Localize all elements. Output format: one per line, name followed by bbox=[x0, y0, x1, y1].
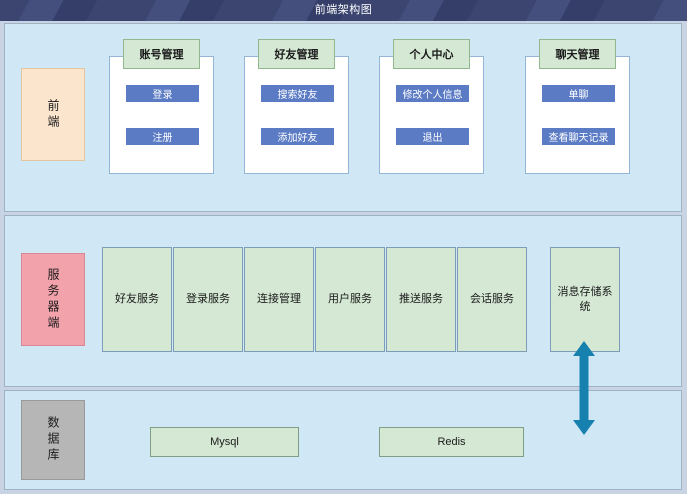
action-button-register[interactable]: 注册 bbox=[126, 128, 199, 145]
action-button-search-friend[interactable]: 搜索好友 bbox=[261, 85, 334, 102]
action-button-edit-profile[interactable]: 修改个人信息 bbox=[396, 85, 469, 102]
module-card-chat bbox=[525, 56, 630, 174]
layer-tag-frontend: 前端 bbox=[21, 68, 85, 161]
service-box-message-storage[interactable]: 消息存储系统 bbox=[550, 247, 620, 352]
database-box-redis[interactable]: Redis bbox=[379, 427, 524, 457]
database-layer-panel: 数据库 Mysql Redis bbox=[4, 390, 682, 490]
module-card-friends bbox=[244, 56, 349, 174]
service-box-connection[interactable]: 连接管理 bbox=[244, 247, 314, 352]
layer-tag-database: 数据库 bbox=[21, 400, 85, 480]
frontend-layer-panel: 前端 账号管理 登录 注册 好友管理 搜索好友 添加好友 个人中心 修改个人信息… bbox=[4, 23, 682, 212]
module-title-account: 账号管理 bbox=[123, 39, 200, 69]
module-title-chat: 聊天管理 bbox=[539, 39, 616, 69]
action-button-logout[interactable]: 退出 bbox=[396, 128, 469, 145]
module-card-account bbox=[109, 56, 214, 174]
service-box-login[interactable]: 登录服务 bbox=[173, 247, 243, 352]
service-box-user[interactable]: 用户服务 bbox=[315, 247, 385, 352]
window-titlebar: 前端架构图 bbox=[0, 0, 687, 21]
database-box-mysql[interactable]: Mysql bbox=[150, 427, 299, 457]
module-title-profile: 个人中心 bbox=[393, 39, 470, 69]
layer-tag-server: 服务器端 bbox=[21, 253, 85, 346]
service-box-push[interactable]: 推送服务 bbox=[386, 247, 456, 352]
action-button-single-chat[interactable]: 单聊 bbox=[542, 85, 615, 102]
module-card-profile bbox=[379, 56, 484, 174]
message-store-to-database-arrow bbox=[573, 341, 595, 435]
page-title: 前端架构图 bbox=[314, 4, 373, 16]
server-layer-panel: 服务器端 好友服务 登录服务 连接管理 用户服务 推送服务 会话服务 消息存储系… bbox=[4, 215, 682, 387]
action-button-view-chat-history[interactable]: 查看聊天记录 bbox=[542, 128, 615, 145]
action-button-login[interactable]: 登录 bbox=[126, 85, 199, 102]
action-button-add-friend[interactable]: 添加好友 bbox=[261, 128, 334, 145]
module-title-friends: 好友管理 bbox=[258, 39, 335, 69]
service-box-friend[interactable]: 好友服务 bbox=[102, 247, 172, 352]
service-box-session[interactable]: 会话服务 bbox=[457, 247, 527, 352]
